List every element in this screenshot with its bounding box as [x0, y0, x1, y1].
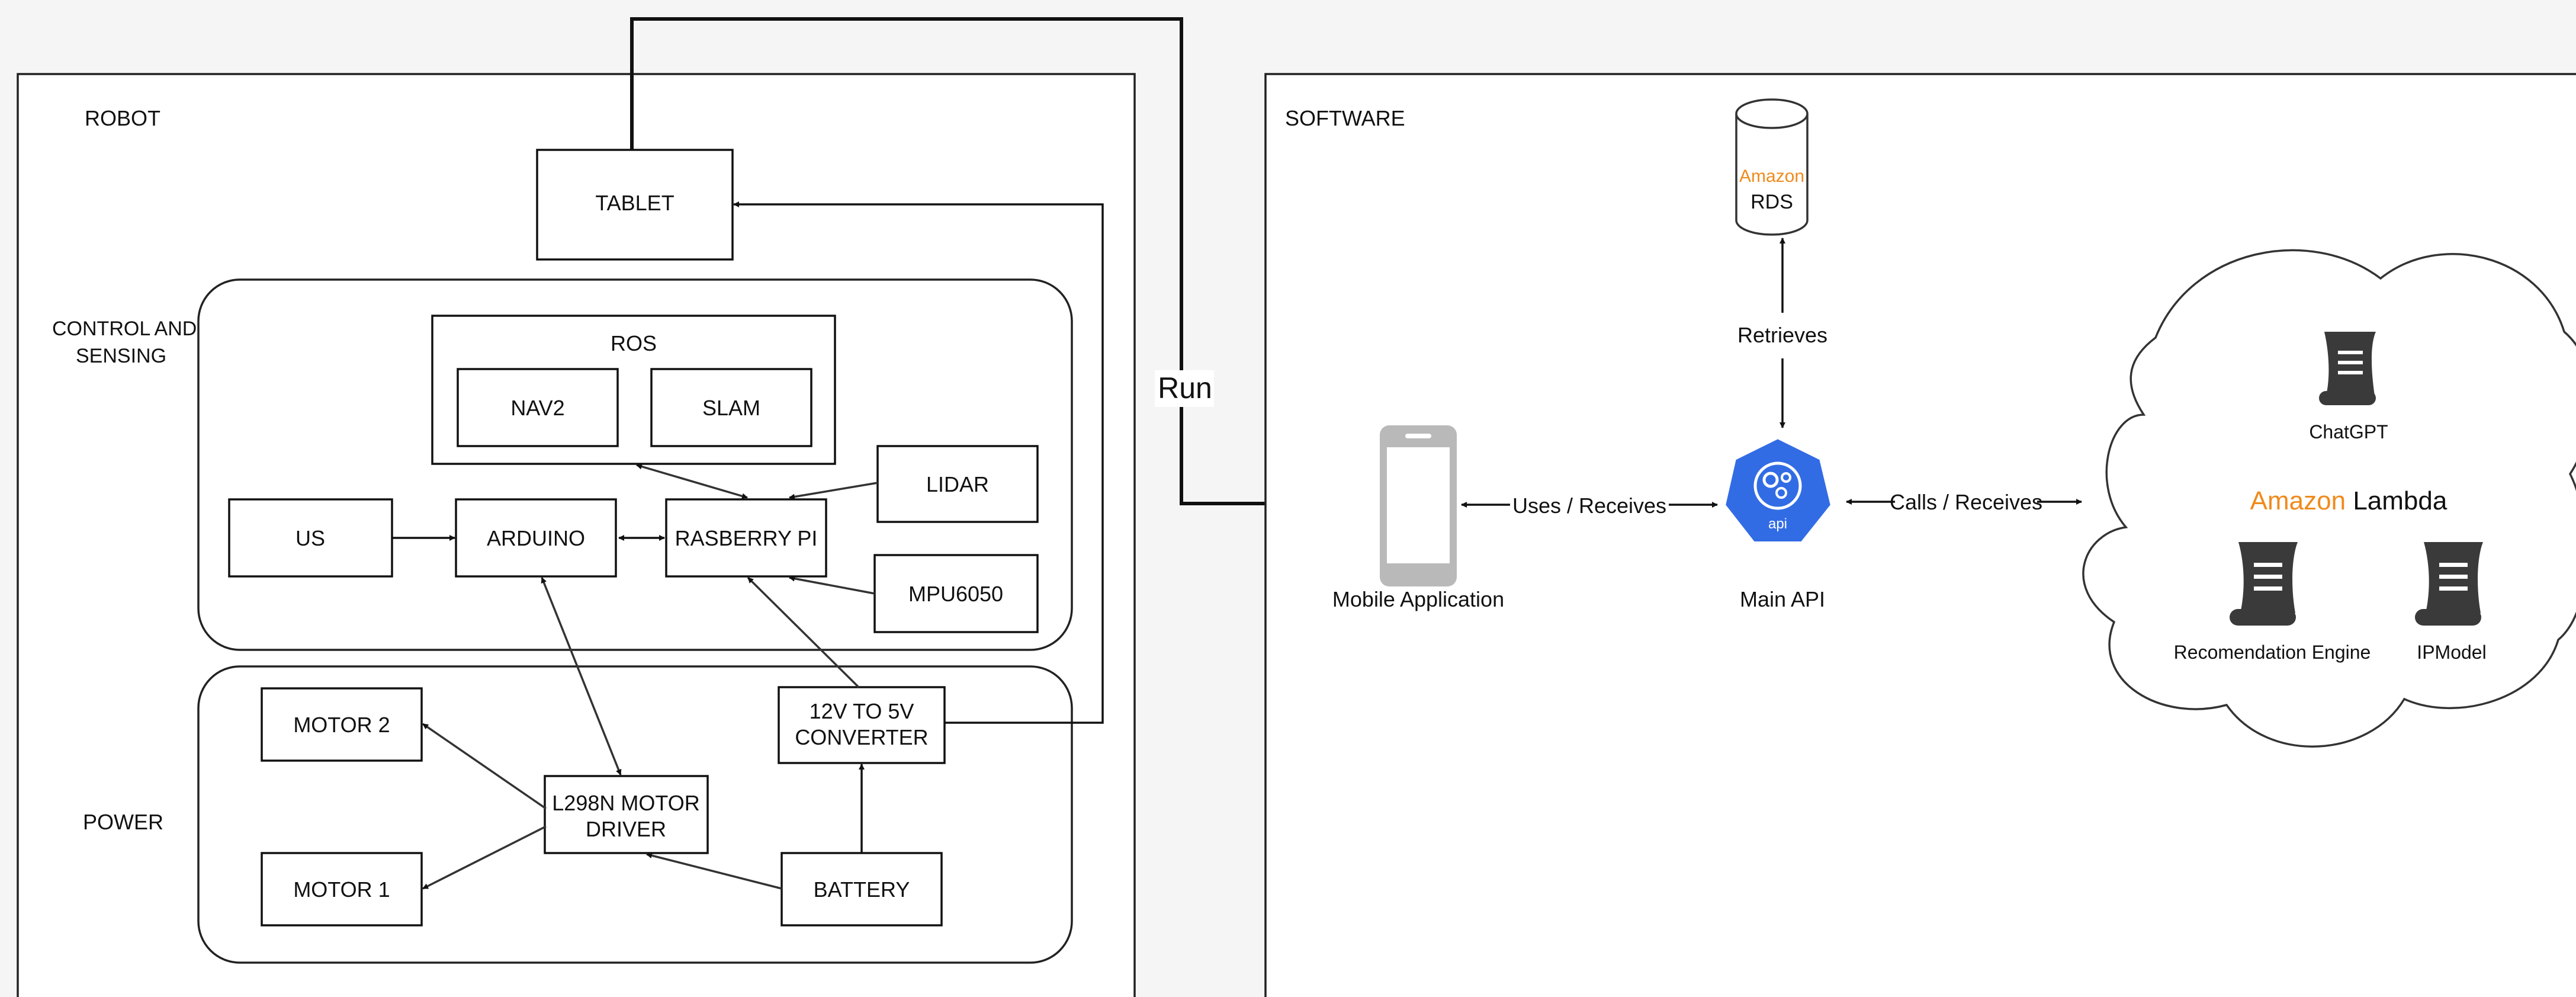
api-icon: api: [1721, 435, 1835, 545]
lidar-box: [876, 445, 1039, 523]
run-label-bg: [1155, 370, 1214, 407]
motor2-box: [261, 687, 423, 762]
arduino-box: [455, 498, 617, 578]
motor1-box: [261, 852, 423, 927]
control-label-line1: CONTROL AND: [52, 318, 197, 340]
database-icon: [1735, 98, 1809, 236]
us-box: [228, 498, 393, 578]
converter-box: [778, 686, 946, 764]
robot-title: ROBOT: [85, 106, 160, 130]
recommendation-engine-script-icon: [2230, 542, 2298, 626]
run-label: Run: [1158, 371, 1212, 405]
motor1-label: MOTOR 1: [293, 877, 390, 902]
tablet-label: TABLET: [595, 191, 674, 215]
arduino-label: ARDUINO: [487, 526, 585, 550]
motor-driver-label-line2: DRIVER: [586, 817, 666, 841]
chatgpt-label: ChatGPT: [2309, 421, 2388, 443]
uses-receives-label: Uses / Receives: [1512, 493, 1666, 518]
lambda-name: Lambda: [2346, 486, 2447, 515]
control-label-line2: SENSING: [76, 345, 166, 367]
rds-brand-label: Amazon: [1739, 166, 1804, 186]
mobile-phone-icon: [1380, 425, 1457, 586]
rec-engine-label: Recomendation Engine: [2174, 642, 2371, 663]
ros-label: ROS: [611, 331, 657, 355]
ros-raspberry-arrow: [636, 463, 748, 499]
converter-to-tablet-arrow: [733, 201, 1104, 724]
raspberry-pi-box: [665, 498, 827, 578]
ipmodel-label: IPModel: [2417, 642, 2486, 663]
driver-to-motor1-arrow: [422, 825, 547, 890]
api-badge-text: api: [1768, 516, 1787, 532]
arduino-driver-arrow: [541, 577, 622, 775]
mpu6050-label: MPU6050: [908, 582, 1003, 606]
battery-label: BATTERY: [814, 877, 910, 902]
mpu6050-box: [873, 554, 1039, 633]
tablet-to-mobile-run-connector: [630, 17, 1380, 512]
ipmodel-script-icon: [2415, 542, 2483, 626]
slam-box: [650, 368, 812, 447]
motor2-label: MOTOR 2: [293, 713, 390, 737]
lambda-brand: Amazon: [2250, 486, 2346, 515]
tablet-box: [536, 149, 734, 261]
nav2-label: NAV2: [510, 396, 564, 420]
software-title: SOFTWARE: [1285, 106, 1405, 130]
us-label: US: [295, 526, 325, 550]
main-api-label: Main API: [1740, 587, 1825, 611]
nav2-box: [457, 368, 619, 447]
calls-receives-label: Calls / Receives: [1890, 490, 2042, 514]
power-label: POWER: [83, 810, 163, 834]
rds-name-label: RDS: [1750, 191, 1793, 213]
slam-label: SLAM: [702, 396, 760, 420]
battery-to-driver-arrow: [646, 852, 782, 890]
lidar-to-raspberry-arrow: [789, 482, 878, 500]
converter-label-line1: 12V TO 5V: [810, 699, 914, 723]
mobile-app-label: Mobile Application: [1332, 587, 1504, 611]
retrieves-label: Retrieves: [1737, 323, 1827, 347]
lambda-title: Amazon Lambda: [2250, 486, 2447, 515]
raspberry-pi-label: RASBERRY PI: [675, 526, 818, 550]
chatgpt-script-icon: [2319, 332, 2376, 405]
mpu-to-raspberry-arrow: [789, 575, 875, 595]
motor-driver-label-line1: L298N MOTOR: [552, 791, 699, 815]
converter-label-line2: CONVERTER: [795, 725, 928, 749]
converter-to-raspberry-arrow: [747, 576, 860, 688]
lidar-label: LIDAR: [926, 472, 989, 496]
motor-driver-box: [544, 775, 709, 854]
driver-to-motor2-arrow: [422, 723, 547, 810]
